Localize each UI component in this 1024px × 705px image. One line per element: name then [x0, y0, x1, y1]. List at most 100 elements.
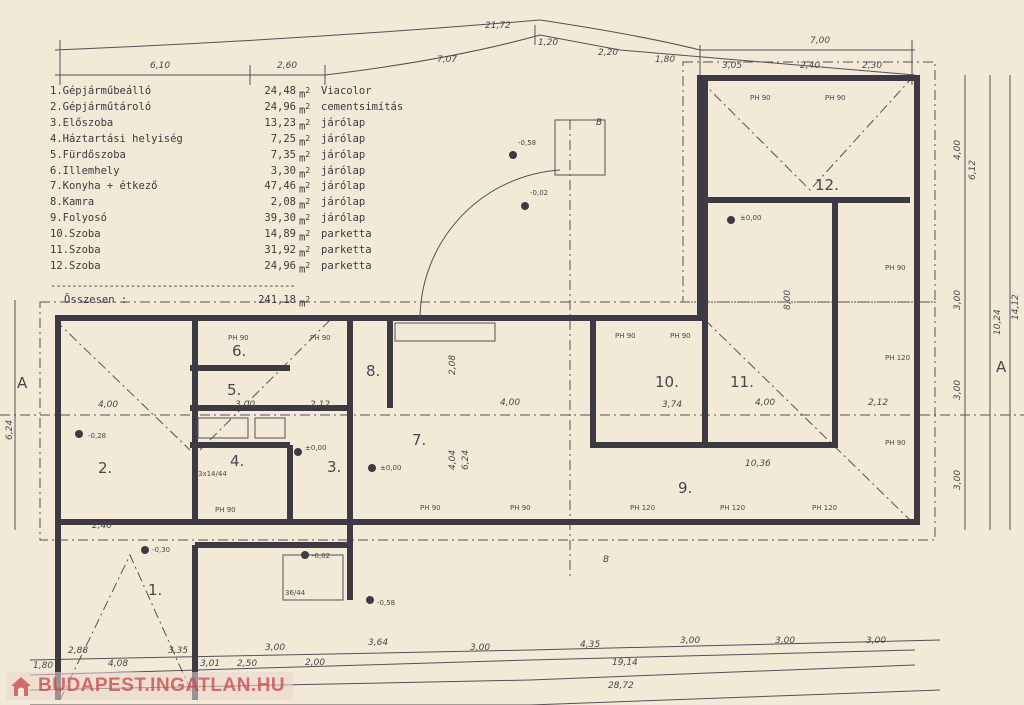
- room-unit: m2: [299, 245, 311, 260]
- unit-exponent: 2: [305, 86, 311, 95]
- room-name: 2.Gépjárműtároló: [50, 100, 152, 113]
- room-name: 9.Folyosó: [50, 212, 107, 225]
- room-unit: m2: [299, 133, 311, 149]
- dim-label: 2,00: [305, 658, 325, 668]
- room-name: 4.Háztartási helyiség: [50, 132, 183, 145]
- room-unit: m2: [299, 197, 311, 212]
- top-dimension-lines: [54, 19, 916, 85]
- dim-label: 6,12: [968, 160, 978, 180]
- level-mark: -0,30: [152, 546, 170, 554]
- dim-label: 2,30: [862, 61, 882, 71]
- unit-exponent: 2: [305, 245, 311, 255]
- window-label: PH 120: [720, 504, 745, 512]
- dim-label: 3,35: [168, 646, 188, 656]
- room-area: 24,96: [264, 259, 296, 272]
- house-icon: [11, 677, 31, 696]
- unit-exponent: 2: [305, 101, 311, 111]
- room-material: parketta: [321, 228, 372, 241]
- window-label: PH 90: [310, 334, 331, 342]
- window-label: PH 90: [825, 94, 846, 102]
- room-area: 13,23: [264, 116, 296, 129]
- dim-label: 4,00: [500, 398, 520, 408]
- dim-label: 1,80: [33, 661, 53, 671]
- dim-label: 2,50: [237, 659, 257, 669]
- room-number: 6.: [232, 342, 246, 360]
- window-label: PH 90: [228, 334, 249, 342]
- window-label: PH 90: [615, 332, 636, 340]
- room-unit: m2: [299, 86, 311, 101]
- room-area: 31,92: [264, 244, 296, 257]
- dim-label: 3,00: [775, 636, 795, 646]
- room-name: 6.Illemhely: [50, 164, 120, 177]
- window-label: PH 120: [812, 504, 837, 512]
- dim-label: 3,00: [953, 290, 963, 310]
- room-material: járólap: [321, 164, 366, 177]
- dim-label: 14,12: [1011, 294, 1021, 320]
- dim-label: 3,00: [235, 400, 255, 410]
- dim-label: 8,00: [783, 290, 793, 310]
- room-number: 8.: [366, 362, 380, 380]
- room-area: 7,25: [270, 132, 296, 145]
- window-label: PH 90: [670, 332, 691, 340]
- dim-label: 3,00: [953, 470, 963, 490]
- watermark-text: BUDAPEST.INGATLAN.HU: [38, 675, 286, 696]
- dim-overall-top: 21,72: [485, 21, 511, 31]
- room-unit: m2: [299, 101, 311, 117]
- level-mark: ±0,00: [380, 464, 401, 472]
- level-mark: ±0,00: [305, 444, 326, 452]
- total-area: 241,18: [258, 294, 296, 307]
- room-name: 8.Kamra: [50, 196, 95, 209]
- section-mark-a-right: A: [996, 358, 1007, 376]
- window-label: PH 90: [510, 504, 531, 512]
- dim-label: 4,35: [580, 640, 600, 650]
- dim-label: 3,00: [866, 636, 886, 646]
- room-material: járólap: [321, 180, 366, 193]
- room-name: 11.Szoba: [50, 244, 101, 257]
- stairs-label: 36/44: [285, 589, 306, 597]
- unit-exponent: 2: [305, 260, 311, 270]
- level-mark: -0,02: [312, 552, 330, 560]
- room-area: 3,30: [270, 164, 296, 177]
- dim-label: 3,00: [265, 643, 285, 653]
- room-material: járólap: [321, 132, 366, 145]
- dim-label: 4,00: [953, 140, 963, 160]
- unit-exponent: 2: [305, 165, 311, 175]
- room-name: 1.Gépjárműbeálló: [50, 85, 152, 97]
- stairs-label: 3x14/44: [198, 470, 227, 478]
- room-material: járólap: [321, 116, 366, 129]
- room-name: 5.Fürdőszoba: [50, 148, 126, 161]
- level-mark: -0,58: [377, 599, 395, 607]
- level-marks: -0,58 -0,02 ±0,00 -0,28 -0,30 -0,02 -0,5…: [88, 139, 761, 607]
- section-mark-b-top: B: [596, 118, 602, 128]
- room-material: Viacolor: [321, 85, 372, 97]
- dim-label: 10,24: [993, 309, 1003, 335]
- dim-label: 6,10: [150, 61, 170, 71]
- window-label: PH 90: [750, 94, 771, 102]
- dim-label: 10,36: [745, 459, 771, 469]
- room-number: 1.: [148, 581, 162, 599]
- room-material: cementsimítás: [321, 100, 404, 113]
- dim-label: 3,00: [953, 380, 963, 400]
- unit-exponent: 2: [305, 295, 311, 305]
- dim-label: 7,07: [437, 55, 457, 65]
- dim-label: 2,12: [310, 400, 330, 410]
- dim-label: 2,12: [868, 398, 888, 408]
- right-dimension-labels: 6,12 4,00 10,24 14,12 3,00 3,00 3,00 6,2…: [5, 140, 1021, 490]
- window-label: PH 90: [885, 439, 906, 447]
- room-number: 11.: [730, 373, 754, 391]
- room-unit: m2: [299, 165, 311, 181]
- section-marks: A A B B: [17, 118, 1007, 565]
- dim-label: 19,14: [612, 658, 638, 668]
- room-number: 3.: [327, 458, 341, 476]
- walls: [55, 75, 920, 700]
- room-name: 3.Előszoba: [50, 116, 114, 129]
- total-label: Összesen :: [64, 294, 128, 307]
- unit-exponent: 2: [305, 117, 311, 127]
